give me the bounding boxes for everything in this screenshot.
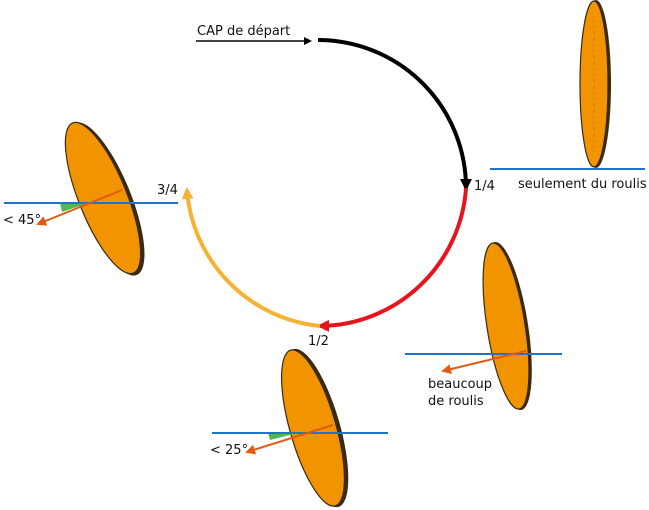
turn-arc-first-quarter xyxy=(317,38,472,191)
roll-only-label: seulement du roulis xyxy=(518,177,647,192)
turn-arc-third-quarter xyxy=(181,187,321,328)
wing-half xyxy=(280,348,349,508)
half-label: 1/2 xyxy=(308,334,329,349)
axis-arrow-half xyxy=(245,424,334,455)
wing-quarter xyxy=(482,241,532,411)
start-heading-label: CAP de départ xyxy=(197,24,290,39)
axis-arrow-three-quarter xyxy=(36,189,123,226)
angle-wedge-45 xyxy=(60,203,88,212)
much-roll-label-line1: beaucoup xyxy=(428,377,492,392)
quarter-label: 1/4 xyxy=(474,179,495,194)
wing-three-quarter xyxy=(64,121,145,276)
angle-wedge-25 xyxy=(268,433,298,440)
wing-start xyxy=(579,0,611,168)
three-quarter-label: 3/4 xyxy=(157,183,178,198)
turn-arc-second-quarter xyxy=(317,187,468,332)
angle-45-label: < 45° xyxy=(3,213,41,228)
much-roll-label-line2: de roulis xyxy=(428,394,484,409)
angle-25-label: < 25° xyxy=(210,443,248,458)
axis-arrow-quarter xyxy=(441,350,527,374)
